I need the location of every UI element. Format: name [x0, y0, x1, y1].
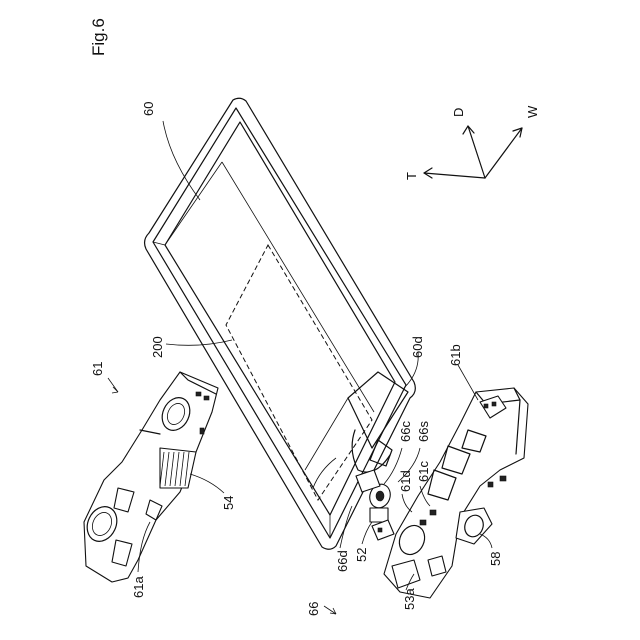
tray-end-tab	[370, 440, 392, 466]
label-66: 66	[306, 602, 321, 616]
leader-61	[108, 378, 118, 392]
label-61a: 61a	[131, 576, 146, 598]
assembly-61-pin	[200, 428, 204, 434]
axis-d-label: D	[451, 108, 466, 117]
tray-wall-line	[305, 398, 348, 470]
assembly-61-pin	[204, 396, 209, 400]
connector-assembly-61b	[384, 388, 528, 598]
label-60d: 60d	[410, 336, 425, 358]
label-66s: 66s	[416, 421, 431, 442]
part-52-pin	[378, 528, 382, 532]
label-54: 54	[221, 496, 236, 510]
label-61d: 61d	[398, 470, 413, 492]
label-61b: 61b	[448, 344, 463, 366]
axis-d-line	[468, 126, 485, 178]
leader-54	[190, 474, 224, 493]
assembly-61b-pin	[484, 404, 488, 408]
assembly-61-pin	[196, 392, 201, 396]
interface-components-66	[356, 470, 394, 540]
label-58: 58	[488, 552, 503, 566]
label-53a: 53a	[402, 588, 417, 610]
part-52-connector	[372, 520, 394, 540]
axis-w-line	[485, 128, 522, 178]
axis-d-arrowhead	[463, 126, 474, 134]
tray-recess	[165, 122, 395, 515]
label-61c: 61c	[416, 461, 431, 482]
orientation-axes: D W T	[404, 105, 540, 180]
leader-52	[362, 522, 372, 544]
label-200: 200	[150, 336, 165, 358]
assembly-61b-pin	[488, 482, 493, 487]
axis-w-label: W	[525, 105, 540, 118]
assembly-61b-pin	[420, 520, 426, 525]
axis-t-line	[424, 173, 485, 178]
tray-wall-line	[313, 458, 336, 488]
leader-200	[166, 340, 232, 345]
figure-label: Fig.6	[89, 18, 108, 56]
axis-t-label: T	[404, 172, 419, 180]
label-60: 60	[141, 102, 156, 116]
part-66c-core	[376, 491, 384, 501]
label-61: 61	[90, 362, 105, 376]
part-52-block	[370, 508, 388, 522]
label-66d: 66d	[335, 550, 350, 572]
assembly-61b-lower-tab	[428, 556, 446, 576]
leader-61b	[458, 365, 478, 400]
assembly-61b-pin	[430, 510, 436, 515]
assembly-61b-pin	[500, 476, 506, 481]
assembly-61b-pin	[492, 402, 496, 406]
label-66c: 66c	[398, 421, 413, 442]
tray-floor-end	[165, 162, 222, 245]
label-52: 52	[354, 548, 369, 562]
